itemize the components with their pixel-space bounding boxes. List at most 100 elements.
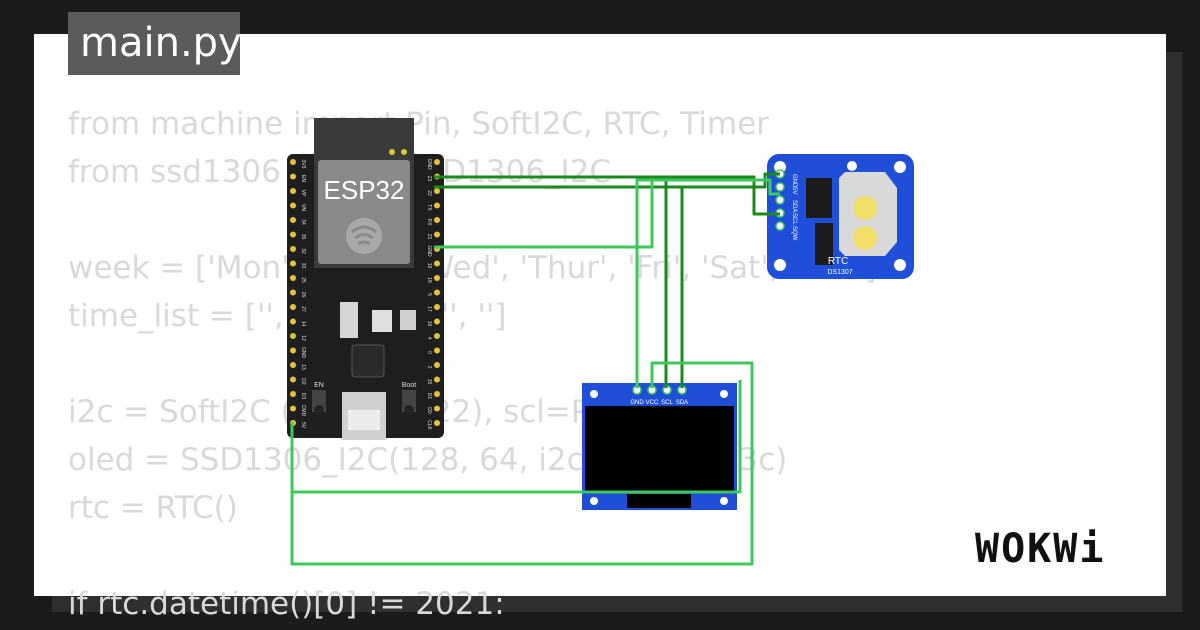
esp32-left-pin[interactable] [290,246,296,252]
esp32-left-pin-header: 3V3ENVPVN343532332526271412GND13D2D3CMD5… [290,159,306,429]
esp32-right-pin-label: RX [426,219,432,227]
esp32-right-pin-label: TX [426,204,432,211]
esp32-right-pin-label: 0 [426,351,432,354]
esp32-right-pin[interactable] [434,391,440,397]
rtc-pin-label: SCL [791,213,797,225]
esp32-left-pin[interactable] [290,304,296,310]
esp32-right-pin[interactable] [434,405,440,412]
card-shadow-right [1166,52,1182,612]
esp32-left-pin-label: D2 [300,378,306,385]
esp32-right-pin[interactable] [434,188,440,194]
code-line: rtc = RTC() [68,490,238,526]
esp32-left-pin[interactable] [290,333,296,339]
esp32-left-pin[interactable] [290,217,296,223]
rtc-pin-label: 5V [791,187,797,194]
esp32-left-pin[interactable] [290,188,296,194]
esp32-left-pin-label: 5V [300,422,306,429]
esp32-left-pin-label: GND [300,347,306,359]
esp32-right-pin[interactable] [434,231,440,238]
esp32-left-pin-label: 33 [300,263,306,269]
esp32-left-pin-label: 25 [300,277,306,283]
esp32-left-pin[interactable] [290,159,296,165]
esp32-right-pin[interactable] [434,420,440,426]
esp32-right-pin[interactable] [434,260,440,267]
esp32-left-pin[interactable] [290,347,296,354]
en-button-label: EN [314,382,324,389]
espressif-logo-icon [346,218,382,254]
esp32-left-pin-label: 12 [300,335,306,341]
oled-pin-label: SDA [676,400,688,406]
esp32-right-pin-label: 21 [426,234,432,240]
wire-esp-23-oled-sda [434,185,684,388]
esp32-left-pin[interactable] [290,318,296,325]
esp32-label: ESP32 [324,175,405,205]
esp32-right-pin[interactable] [434,347,440,354]
esp32-right-pin[interactable] [434,376,440,383]
esp32-left-pin[interactable] [290,362,296,368]
esp32-left-pin[interactable] [290,202,296,209]
rtc-title: RTC [828,256,848,267]
esp32-left-pin[interactable] [290,173,296,180]
esp32-board[interactable]: ESP32 EN Boot 3V3ENVPVN34353233252627141… [287,118,444,440]
esp32-right-pin-label: GND [426,158,432,170]
esp32-left-pin-label: 32 [300,248,306,254]
rtc-pin-label: SQW [791,226,797,241]
esp32-left-pin[interactable] [290,391,296,397]
adafruit-flower-icon [847,161,857,171]
esp32-left-pin-label: 26 [300,292,306,298]
esp32-right-pin[interactable] [434,159,440,165]
wire-oled-5v-return [290,380,742,494]
esp32-left-pin[interactable] [290,260,296,267]
esp32-left-pin-label: D3 [300,393,306,400]
esp32-right-pin[interactable] [434,202,440,209]
oled-pin-label: VCC [646,400,659,406]
esp32-right-pin-label: 4 [426,337,432,340]
esp32-right-pin[interactable] [434,275,440,281]
esp32-left-pin[interactable] [290,231,296,238]
esp32-right-pin-label: 17 [426,306,432,312]
code-line: from machine import Pin, SoftI2C, RTC, T… [68,106,770,142]
esp32-left-pin-label: VP [300,190,306,197]
esp32-left-pin-label: 35 [300,234,306,240]
esp32-right-pin[interactable] [434,289,440,296]
rtc-pin[interactable] [775,195,785,205]
esp32-right-pin[interactable] [434,318,440,325]
file-tab-main-py[interactable]: main.py [68,12,242,75]
esp32-left-pin[interactable] [290,405,296,412]
esp32-right-pin[interactable] [434,304,440,310]
wokwi-logo: WOKWi [975,526,1106,572]
esp32-right-pin-label: D1 [426,393,432,400]
esp32-right-pin[interactable] [434,333,440,339]
esp32-right-pin-label: 18 [426,277,432,283]
esp32-right-pin-label: 23 [426,176,432,182]
boot-button-label: Boot [402,382,416,389]
esp32-left-pin[interactable] [290,289,296,296]
wires [290,172,780,566]
code-preview: from machine import Pin, SoftI2C, RTC, T… [68,104,1148,622]
esp32-left-pin-label: 34 [300,219,306,225]
esp32-right-pin-label: GND [426,245,432,257]
rtc-chip-label: DS1307 [827,269,852,276]
wire-esp-22-rtc-sda [434,175,780,216]
wire-oled-vcc-5v [290,361,754,566]
code-line: if rtc.datetime()[0] != 2021: [68,586,505,622]
esp32-right-pin-label: CLK [426,420,432,430]
oled-pin-label: GND [630,400,644,406]
esp32-left-pin-label: 3V3 [300,160,306,169]
esp32-right-pin-label: 2 [426,366,432,369]
rtc-pin[interactable] [775,182,785,192]
esp32-right-pin[interactable] [434,217,440,223]
rtc-pin[interactable] [775,221,785,231]
wire-esp-21-rtc-scl [434,175,668,388]
esp32-right-pin-label: 22 [426,190,432,196]
esp32-right-pin[interactable] [434,362,440,368]
esp32-left-pin-label: VN [300,204,306,211]
esp32-left-pin[interactable] [290,275,296,281]
esp32-left-pin[interactable] [290,376,296,383]
esp32-left-pin-label: 14 [300,321,306,327]
wire-esp-gnd-oled-gnd [434,178,654,388]
